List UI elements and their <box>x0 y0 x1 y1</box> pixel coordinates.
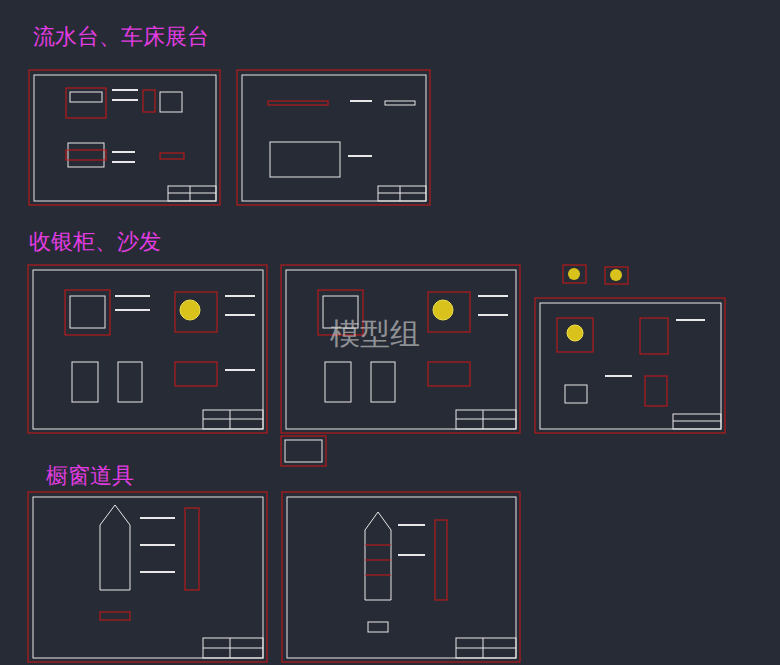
section-heading: 橱窗道具 <box>46 464 134 488</box>
section-heading: 收银柜、沙发 <box>29 230 161 254</box>
section-heading: 流水台、车床展台 <box>33 25 209 49</box>
watermark: 模型组 <box>330 317 420 350</box>
